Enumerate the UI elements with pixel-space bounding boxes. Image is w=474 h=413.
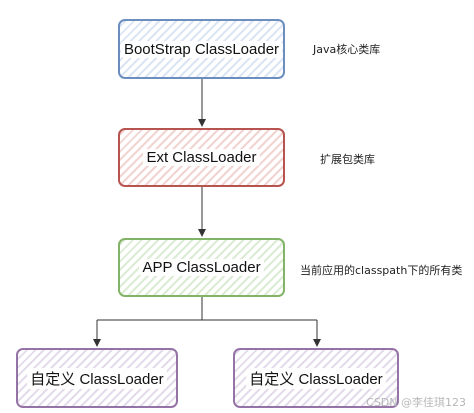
ext-classloader-node: Ext ClassLoader <box>118 128 285 187</box>
app-classloader-node: APP ClassLoader <box>118 238 285 297</box>
ext-classloader-label: Ext ClassLoader <box>143 149 260 166</box>
bootstrap-classloader-label: BootStrap ClassLoader <box>120 40 283 58</box>
custom-classloader-right-node: 自定义 ClassLoader <box>233 348 399 408</box>
custom-classloader-left-node: 自定义 ClassLoader <box>16 348 178 408</box>
ext-note: 扩展包类库 <box>320 153 375 166</box>
bootstrap-classloader-node: BootStrap ClassLoader <box>118 19 285 79</box>
custom-classloader-left-label: 自定义 ClassLoader <box>27 367 167 389</box>
watermark: CSDN @李佳琪123 <box>366 396 466 409</box>
bootstrap-note: Java核心类库 <box>313 43 381 56</box>
custom-classloader-right-label: 自定义 ClassLoader <box>246 367 386 389</box>
app-classloader-label: APP ClassLoader <box>139 259 264 276</box>
app-note: 当前应用的classpath下的所有类 <box>300 264 463 277</box>
